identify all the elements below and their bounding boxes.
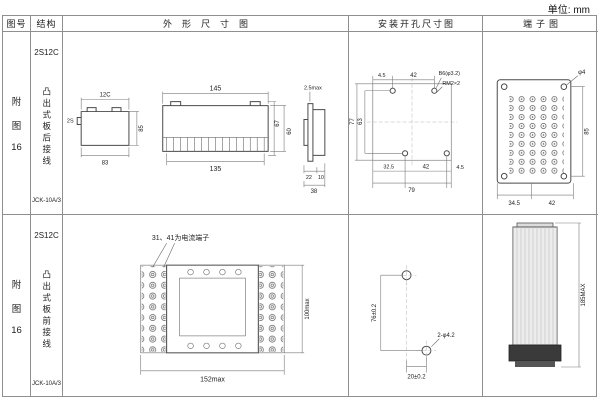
terminal-dimensions: 185MAX — [555, 222, 587, 368]
dim-bottom-total: 79 — [408, 188, 415, 194]
current-terminal-note: 31、41为电流端子 — [152, 233, 209, 242]
dim-depth2: 10 — [318, 175, 324, 181]
header-fig-no: 图号 — [3, 16, 31, 32]
header-terminal: 端子图 — [483, 16, 598, 32]
fig-char: 附 — [11, 96, 22, 108]
dim-right-height: 85 — [585, 127, 591, 134]
dim-vertical-span: 76±0.2 — [372, 304, 378, 322]
panel-cutout — [366, 77, 458, 167]
outline-dimensions: 152max 100max — [140, 264, 311, 384]
mounting-drawing-rear-wiring: 4.5 42 B6(φ3.2) RM2×2 77 63 32.5 42 4.5 … — [350, 71, 464, 194]
mounting-drawing-front-wiring: 76±0.2 2-φ4.2 20±0.2 — [372, 265, 455, 380]
outline-cell-row2: 31、41为电流端子 152max 1 — [63, 215, 349, 397]
dim-top-span: 42 — [410, 73, 417, 79]
fig-char: 图 — [11, 120, 22, 132]
dim-height-inner: 67 — [275, 119, 281, 126]
thread-spec-label: RM2×2 — [442, 81, 460, 87]
terminal-cell-row1: φ4 85 34.5 42 — [483, 32, 598, 215]
outline-drawing-front-wiring: 31、41为电流端子 152max 1 — [140, 233, 311, 384]
dim-depth1: 22 — [306, 175, 312, 181]
mounting-dimensions: 4.5 42 B6(φ3.2) RM2×2 77 63 32.5 42 4.5 … — [350, 71, 464, 194]
terminal-dimensions: φ4 85 34.5 42 — [496, 70, 591, 207]
fig-no-cell-row2: 附 图 16 — [3, 215, 31, 397]
header-structure: 结构 — [31, 16, 63, 32]
type-code: JCK-10A/3 — [31, 198, 61, 204]
dim-top-width: 12C — [100, 93, 112, 99]
model-label: 2S12C — [34, 48, 59, 57]
dim-depth-total: 38 — [311, 189, 318, 195]
mounting-dimensions: 76±0.2 2-φ4.2 20±0.2 — [372, 274, 455, 380]
front-view: 145 135 67 60 — [162, 86, 293, 173]
fig-char: 附 — [11, 279, 22, 291]
model-label: 2S12C — [34, 231, 59, 240]
outline-cell-row1: 12C 2S 83 85 145 135 67 — [63, 32, 349, 215]
spec-table: 图号 结构 外形尺寸图 安装开孔尺寸图 端子图 附 图 16 2S12C 凸出式… — [2, 15, 598, 397]
terminal-drawing-rear-wiring: φ4 85 34.5 42 — [496, 70, 591, 207]
dim-bottom-width: 152max — [200, 377, 225, 384]
relay-side-view — [508, 222, 562, 367]
dim-horizontal-offset: 20±0.2 — [407, 374, 425, 380]
fig-no-cell-row1: 附 图 16 — [3, 32, 31, 215]
side-view: 2.5max 22 10 38 — [303, 86, 326, 195]
fig-char: 图 — [11, 303, 22, 315]
hole-spec-label: B6(φ3.2) — [439, 71, 461, 77]
relay-front-view: 31、41为电流端子 — [140, 233, 285, 354]
dim-left-total: 77 — [350, 118, 356, 125]
dim-panel-thickness: 2.5max — [304, 86, 322, 92]
type-code: JCK-10A/3 — [31, 381, 61, 387]
structure-desc: 凸出式板后接线 — [41, 87, 52, 168]
dim-bottom-2: 42 — [423, 165, 430, 171]
dim-bottom-1: 34.5 — [508, 201, 520, 207]
dim-height: 85 — [139, 124, 145, 131]
dim-bottom-width: 135 — [210, 166, 222, 173]
dim-left-inner: 63 — [358, 118, 364, 125]
dim-total-height: 185MAX — [581, 283, 587, 306]
terminal-drawing-front-wiring: 185MAX — [508, 222, 587, 368]
dim-top-width: 145 — [210, 86, 222, 93]
hole-spec-label: 2-φ4.2 — [437, 333, 454, 339]
structure-cell-row2: 2S12C 凸出式板前接线 JCK-10A/3 — [31, 215, 63, 397]
terminal-cell-row2: 185MAX — [483, 215, 598, 397]
structure-cell-row1: 2S12C 凸出式板后接线 JCK-10A/3 — [31, 32, 63, 215]
dim-bottom-width: 83 — [102, 160, 109, 166]
structure-desc: 凸出式板前接线 — [41, 270, 52, 351]
outline-drawing-rear-wiring: 12C 2S 83 85 145 135 67 — [67, 86, 326, 195]
mounting-holes — [396, 265, 437, 361]
structure-desc-wrap: 凸出式板前接线 — [41, 240, 52, 381]
dim-top-offset: 4.5 — [378, 73, 386, 79]
top-view: 12C 2S 83 85 — [67, 93, 145, 167]
header-mounting: 安装开孔尺寸图 — [349, 16, 483, 32]
mounting-cell-row2: 76±0.2 2-φ4.2 20±0.2 — [349, 215, 483, 397]
dim-right-height: 100max — [305, 298, 311, 319]
dim-left: 2S — [67, 119, 74, 125]
dim-height-outer: 60 — [287, 127, 293, 134]
header-outline: 外形尺寸图 — [63, 16, 349, 32]
dim-bottom-3: 4.5 — [456, 165, 464, 171]
dim-bottom-1: 32.5 — [383, 165, 394, 171]
structure-desc-wrap: 凸出式板后接线 — [41, 57, 52, 198]
mounting-cell-row1: 4.5 42 B6(φ3.2) RM2×2 77 63 32.5 42 4.5 … — [349, 32, 483, 215]
fig-number: 16 — [11, 324, 22, 336]
fig-number: 16 — [11, 141, 22, 153]
dim-bottom-2: 42 — [549, 201, 556, 207]
unit-label: 单位: mm — [547, 5, 590, 16]
hole-diameter-label: φ4 — [578, 70, 586, 76]
terminal-plate — [496, 79, 572, 184]
